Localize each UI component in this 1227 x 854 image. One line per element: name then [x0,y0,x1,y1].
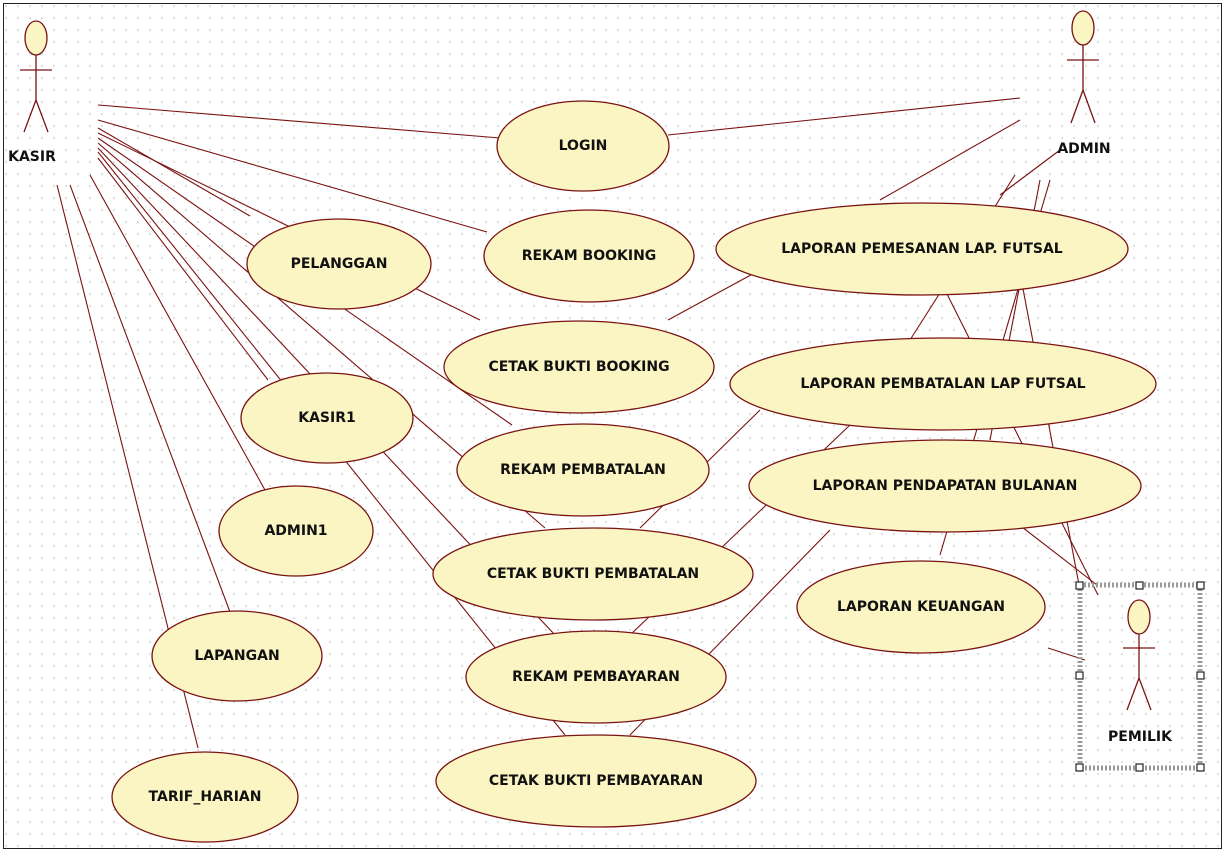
actor-label: ADMIN [1057,141,1110,157]
use-case-rekam-pembayaran[interactable]: REKAM PEMBAYARAN [465,630,727,724]
stick-figure-icon [1123,599,1155,711]
actor-admin[interactable]: ADMIN [1057,10,1111,157]
association-line [97,127,251,217]
stick-figure-icon [20,20,52,133]
use-case-login[interactable]: LOGIN [496,100,670,192]
use-case-admin1[interactable]: ADMIN1 [218,485,374,577]
actor-label: KASIR [8,149,56,165]
use-case-label: LAPORAN PEMESANAN LAP. FUTSAL [781,241,1063,257]
use-case-label: LOGIN [559,138,608,154]
use-case-rekam-pembatalan[interactable]: REKAM PEMBATALAN [456,423,710,517]
association-line [667,97,1021,136]
use-case-label: KASIR1 [298,410,356,426]
use-case-pelanggan[interactable]: PELANGGAN [246,218,432,310]
use-case-laporan-keuangan[interactable]: LAPORAN KEUANGAN [796,560,1046,654]
use-case-label: LAPORAN PENDAPATAN BULANAN [813,478,1078,494]
association-line [97,104,501,139]
resize-handle[interactable] [1196,671,1205,680]
use-case-cetak-bukti-pembatalan[interactable]: CETAK BUKTI PEMBATALAN [432,527,754,621]
resize-handle[interactable] [1135,763,1144,772]
association-line [97,157,269,381]
use-case-label: PELANGGAN [291,256,388,272]
use-case-kasir1[interactable]: KASIR1 [240,372,414,464]
use-case-cetak-bukti-pembayaran[interactable]: CETAK BUKTI PEMBAYARAN [435,734,757,828]
use-case-laporan-pemesanan[interactable]: LAPORAN PEMESANAN LAP. FUTSAL [715,202,1129,296]
stick-figure-icon [1067,10,1099,124]
actor-label: PEMILIK [1108,729,1173,745]
use-case-cetak-bukti-booking[interactable]: CETAK BUKTI BOOKING [443,320,715,414]
use-case-laporan-pendapatan[interactable]: LAPORAN PENDAPATAN BULANAN [748,439,1142,533]
use-case-label: REKAM PEMBATALAN [500,462,666,478]
use-case-rekam-booking[interactable]: REKAM BOOKING [483,209,695,303]
use-case-label: LAPANGAN [194,648,279,664]
actor-kasir[interactable]: KASIR [8,20,56,165]
association-line [97,119,488,233]
use-case-label: CETAK BUKTI PEMBAYARAN [489,773,703,789]
association-line [89,174,266,491]
use-case-lapangan[interactable]: LAPANGAN [151,610,323,702]
actor-pemilik[interactable]: PEMILIK [1075,581,1205,772]
use-case-label: TARIF_HARIAN [149,789,262,805]
use-case-label: CETAK BUKTI PEMBATALAN [487,566,699,582]
use-case-tarif-harian[interactable]: TARIF_HARIAN [111,751,299,843]
association-line [69,184,231,613]
use-case-label: ADMIN1 [264,523,327,539]
use-case-label: REKAM BOOKING [522,248,657,264]
association-line [667,269,761,321]
use-case-label: LAPORAN KEUANGAN [837,599,1005,615]
use-case-label: LAPORAN PEMBATALAN LAP FUTSAL [800,376,1085,392]
associations [56,97,1099,749]
use-case-laporan-pembatalan[interactable]: LAPORAN PEMBATALAN LAP FUTSAL [729,337,1157,431]
association-line [999,149,1061,196]
resize-handle[interactable] [1075,671,1084,680]
resize-handle[interactable] [1135,581,1144,590]
use-case-label: REKAM PEMBAYARAN [512,669,680,685]
resize-handle[interactable] [1196,763,1205,772]
use-case-label: CETAK BUKTI BOOKING [488,359,669,375]
resize-handle[interactable] [1075,581,1084,590]
resize-handle[interactable] [1075,763,1084,772]
association-line [879,119,1021,201]
resize-handle[interactable] [1196,581,1205,590]
resize-handles[interactable] [1075,581,1205,772]
